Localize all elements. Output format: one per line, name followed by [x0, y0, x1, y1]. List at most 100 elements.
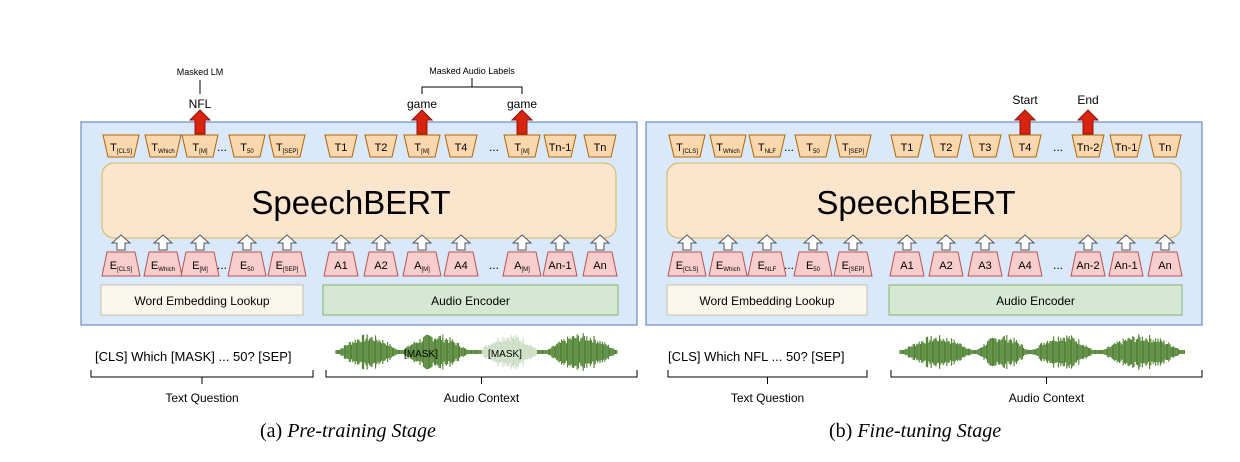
ellipsis: ...: [1053, 140, 1063, 154]
output-token-box: [1109, 134, 1143, 158]
bracket-line: [667, 370, 868, 378]
up-arrow-icon: [110, 234, 132, 251]
audio-embedding: A4: [1018, 260, 1031, 272]
output-token-box: [583, 134, 617, 158]
text-input: [CLS] Which [MASK] ... 50? [SEP]: [95, 349, 292, 364]
output-arrow-icon: [510, 109, 534, 135]
output-token-box: [228, 134, 266, 158]
audio-embedding: A4: [454, 260, 467, 272]
embedding-box: [928, 251, 964, 277]
embedding-box: [180, 251, 220, 277]
up-arrow-icon: [370, 234, 392, 251]
ellipsis: ...: [784, 258, 794, 272]
output-token-box: [324, 134, 358, 158]
text-embedding: EWhich: [151, 260, 175, 273]
output-token-box: [794, 134, 832, 158]
audio-waveform: [899, 334, 1185, 370]
audio-embedding: A2: [374, 260, 387, 272]
up-arrow-icon: [276, 234, 298, 251]
caption-finetuning: (b) Fine-tuning Stage: [829, 420, 1001, 443]
word-embedding-box: [100, 284, 304, 316]
ellipsis: ...: [217, 258, 227, 272]
output-token-box: [181, 134, 219, 158]
embedding-box: [747, 251, 787, 277]
embedding-box: [1007, 251, 1043, 277]
up-arrow-icon: [1077, 234, 1099, 251]
audio-output-token: T[M]: [514, 142, 529, 155]
up-arrow-icon: [1154, 234, 1176, 251]
masked-audio-bracket: [421, 86, 523, 94]
output-arrow-icon: [410, 109, 434, 135]
output-token-box: [144, 134, 182, 158]
embedding-box: [1147, 251, 1183, 277]
output-token-box: [968, 134, 1002, 158]
ellipsis: ...: [784, 140, 794, 154]
audio-output-token: Tn-1: [549, 142, 572, 154]
text-output-token: TWhich: [716, 142, 740, 155]
audio-encoder-label: Audio Encoder: [431, 294, 510, 308]
up-arrow-icon: [1115, 234, 1137, 251]
output-token-box: [1148, 134, 1182, 158]
text-output-token: T50: [806, 142, 820, 155]
embedding-box: [267, 251, 307, 277]
text-output-token: T[SEP]: [276, 142, 299, 155]
embedding-box: [443, 251, 479, 277]
embedding-box: [363, 251, 399, 277]
text-input: [CLS] Which NFL ... 50? [SEP]: [668, 349, 845, 364]
masked-lm-label: Masked LM: [177, 67, 224, 77]
audio-output-token: T4: [455, 142, 468, 154]
embedding-box: [1070, 251, 1106, 277]
text-output-token: TNLF: [758, 142, 776, 155]
bracket-label: Text Question: [731, 391, 804, 405]
ellipsis: ...: [1053, 258, 1063, 272]
audio-output-token: T2: [375, 142, 388, 154]
embedding-box: [402, 251, 442, 277]
caption-prefix: (b): [829, 420, 858, 442]
model-name: SpeechBERT: [816, 184, 1015, 221]
caption-stage: Pre-training Stage: [287, 420, 436, 442]
bracket-line: [890, 370, 1203, 378]
audio-output-token: T4: [1019, 142, 1032, 154]
audio-embedding: An-1: [1114, 260, 1137, 272]
output-token-box: [102, 134, 140, 158]
output-arrow-icon: [1013, 109, 1037, 135]
audio-embedding: A3: [978, 260, 991, 272]
up-arrow-icon: [935, 234, 957, 251]
embedding-box: [967, 251, 1003, 277]
audio-embedding: A[M]: [414, 260, 430, 273]
bracket-label: Audio Context: [444, 391, 520, 405]
up-arrow-icon: [152, 234, 174, 251]
text-embedding: E[SEP]: [842, 260, 865, 273]
audio-embedding: A1: [334, 260, 347, 272]
output-word: End: [1077, 93, 1098, 107]
audio-output-token: Tn-2: [1077, 142, 1100, 154]
model-block: [666, 162, 1182, 239]
embedding-box: [323, 251, 359, 277]
up-arrow-icon: [411, 234, 433, 251]
up-arrow-icon: [330, 234, 352, 251]
output-arrow-icon: [1076, 109, 1100, 135]
audio-context-bracket: Audio Context: [325, 370, 638, 405]
up-arrow-icon: [676, 234, 698, 251]
audio-output-token: Tn: [594, 142, 607, 154]
text-embedding: E50: [806, 260, 821, 273]
output-token-box: [668, 134, 706, 158]
output-token-box: [543, 134, 577, 158]
text-embedding: E[CLS]: [110, 260, 133, 273]
word-embedding-label: Word Embedding Lookup: [699, 294, 835, 308]
bracket-label: Audio Context: [1009, 391, 1085, 405]
audio-output-token: T1: [335, 142, 348, 154]
caption-stage: Fine-tuning Stage: [857, 420, 1002, 442]
text-output-token: T50: [240, 142, 254, 155]
text-embedding: EWhich: [716, 260, 740, 273]
audio-context-bracket: Audio Context: [890, 370, 1203, 405]
up-arrow-icon: [974, 234, 996, 251]
model-block: [101, 162, 617, 239]
text-embedding: E50: [240, 260, 255, 273]
audio-embedding: A[M]: [514, 260, 530, 273]
ellipsis: ...: [217, 140, 227, 154]
up-arrow-icon: [236, 234, 258, 251]
text-embedding: ENLF: [758, 260, 777, 273]
